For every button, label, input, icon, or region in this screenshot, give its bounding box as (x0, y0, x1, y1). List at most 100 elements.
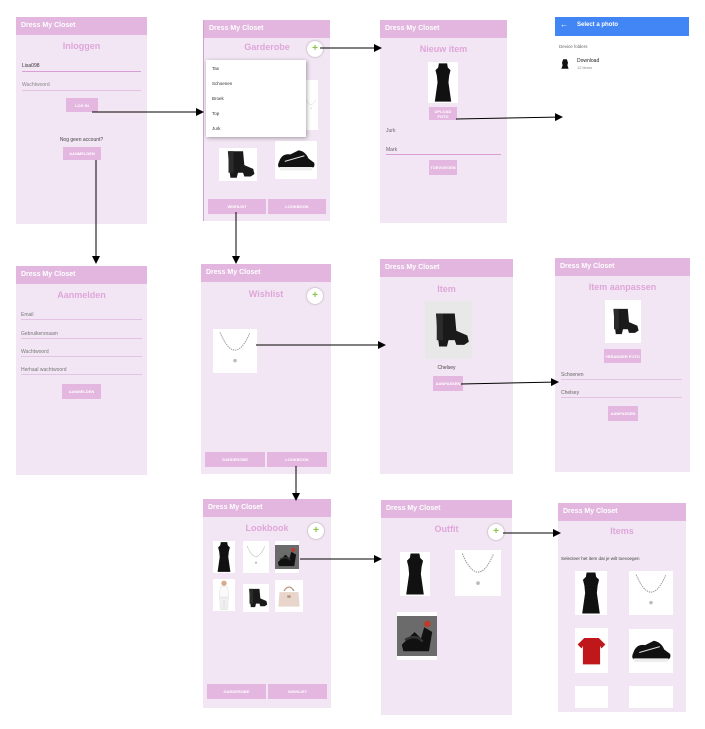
app-header: Dress My Closet (380, 259, 513, 277)
upload-photo-button[interactable]: UPLOAD FOTO (429, 107, 457, 120)
signup-submit-button[interactable]: AANMELDEN (62, 384, 101, 399)
app-header: Dress My Closet (16, 266, 147, 284)
dropdown-item-schoenen[interactable]: Schoenen (212, 81, 233, 86)
item-photo (428, 62, 458, 103)
lookbook-item-person[interactable] (213, 579, 235, 611)
device-folders-label: Device folders (559, 44, 588, 49)
bottom-nav: WISHLIST LOOKBOOK (207, 199, 327, 214)
password-field[interactable]: Wachtwoord (21, 349, 49, 355)
top-icon (575, 628, 608, 673)
wishlist-item-necklace[interactable] (213, 329, 257, 373)
app-header: Dress My Closet (201, 264, 331, 282)
bottom-nav: GARDEROBE LOOKBOOK (204, 452, 328, 467)
wardrobe-screen: Dress My Closet Garderobe + Tas Schoenen… (203, 20, 330, 221)
folder-name: Download (577, 58, 600, 64)
bag-icon (275, 580, 303, 612)
lookbook-screen: Dress My Closet Lookbook + GARDEROBE WIS… (203, 499, 331, 708)
page-title: Lookbook (245, 523, 289, 533)
nav-garderobe[interactable]: GARDEROBE (207, 684, 266, 699)
items-option-sneaker[interactable] (629, 629, 673, 673)
dress-icon (428, 62, 458, 103)
nav-lookbook[interactable]: LOOKBOOK (268, 199, 326, 214)
lookbook-item-necklace[interactable] (243, 541, 269, 573)
sneaker-icon (275, 141, 317, 179)
username-underline (21, 338, 142, 339)
items-option-partial-1[interactable] (575, 686, 608, 708)
save-item-button[interactable]: AANPASSEN (608, 406, 638, 421)
add-item-button[interactable]: + (307, 41, 323, 57)
item-name: Chelsey (437, 365, 456, 371)
wardrobe-item-boot[interactable] (219, 148, 257, 181)
page-title: Items (610, 526, 634, 536)
email-field[interactable]: Email (21, 312, 34, 318)
dropdown-item-tas[interactable]: Tas (212, 66, 220, 71)
outfit-item-necklace[interactable] (455, 550, 501, 596)
nav-lookbook[interactable]: LOOKBOOK (267, 452, 327, 467)
item-detail-screen: Dress My Closet Item Chelsey AANPASSEN (380, 259, 513, 474)
items-option-partial-2[interactable] (629, 686, 673, 708)
lookbook-item-boot[interactable] (243, 584, 269, 612)
photo-picker-screen: ← Select a photo Device folders Download… (555, 17, 689, 92)
nav-wishlist[interactable]: WISHLIST (208, 199, 266, 214)
app-header: Dress My Closet (380, 20, 507, 38)
add-item-button[interactable]: + (307, 288, 323, 304)
dropdown-item-broek[interactable]: Broek (212, 96, 224, 101)
back-arrow-icon[interactable]: ← (560, 20, 568, 29)
item-photo (605, 300, 641, 343)
page-title: Item (437, 284, 456, 294)
boot-icon (219, 148, 257, 181)
edit-item-button[interactable]: AANPASSEN (433, 376, 463, 391)
folder-download[interactable]: Download 12 items (559, 57, 679, 75)
page-title: Inloggen (62, 41, 101, 51)
necklace-icon (243, 541, 269, 573)
instruction-text: Selecteer het item dat je wilt toevoegen (561, 556, 640, 561)
no-account-text: Nog geen account? (59, 137, 104, 143)
necklace-icon (304, 80, 318, 130)
page-title: Item aanpassen (588, 282, 657, 292)
email-underline (21, 319, 142, 320)
bottom-nav: GARDEROBE WISHLIST (206, 684, 328, 699)
add-button[interactable]: TOEVOEGEN (429, 160, 457, 175)
wardrobe-item-sneaker[interactable] (275, 141, 317, 179)
dropdown-item-top[interactable]: Top (212, 111, 220, 116)
dropdown-item-jurk[interactable]: Jurk (212, 126, 221, 131)
app-header: Dress My Closet (381, 500, 512, 518)
items-option-necklace[interactable] (629, 571, 673, 615)
username-field[interactable]: Gebruikersnaam (21, 331, 58, 337)
page-title: Nieuw item (419, 44, 468, 54)
category-dropdown: Tas Schoenen Broek Top Jurk (206, 60, 306, 137)
add-outfit-button[interactable]: + (308, 523, 324, 539)
items-option-dress[interactable] (575, 571, 607, 615)
repeat-password-underline (21, 374, 142, 375)
login-button[interactable]: LOG IN (66, 98, 98, 112)
nav-garderobe[interactable]: GARDEROBE (205, 452, 265, 467)
password-field[interactable]: Wachtwoord (22, 82, 50, 88)
add-item-button[interactable]: + (488, 524, 504, 540)
items-option-redtop[interactable] (575, 628, 608, 673)
picker-title: Select a photo (577, 22, 619, 28)
dress-icon (400, 552, 430, 596)
necklace-icon (629, 571, 673, 615)
heel-icon (397, 612, 437, 660)
category-field[interactable]: Schoenen (561, 372, 584, 378)
lookbook-item-dress[interactable] (213, 541, 235, 573)
sneaker-icon (629, 629, 673, 673)
category-field[interactable]: Jurk (386, 128, 396, 134)
item-photo (425, 301, 472, 359)
app-header: Dress My Closet (204, 20, 330, 38)
signup-button[interactable]: AANMELDEN (63, 147, 101, 160)
change-photo-button[interactable]: VERANDER FOTO (604, 349, 641, 363)
repeat-password-field[interactable]: Herhaal wachtwoord (21, 367, 67, 373)
lookbook-item-heels[interactable] (275, 541, 299, 573)
name-field[interactable]: Mark (386, 147, 398, 153)
app-header: Dress My Closet (203, 499, 331, 517)
page-title: Outfit (434, 524, 459, 534)
name-field[interactable]: Chelsey (561, 390, 580, 396)
app-header: Dress My Closet (16, 17, 147, 35)
lookbook-item-bag[interactable] (275, 580, 303, 612)
outfit-item-heels[interactable] (397, 612, 437, 660)
username-field[interactable]: Lisa098 (22, 63, 40, 69)
outfit-item-dress[interactable] (400, 552, 430, 596)
wardrobe-item-partial[interactable] (304, 80, 318, 130)
nav-wishlist[interactable]: WISHLIST (268, 684, 327, 699)
